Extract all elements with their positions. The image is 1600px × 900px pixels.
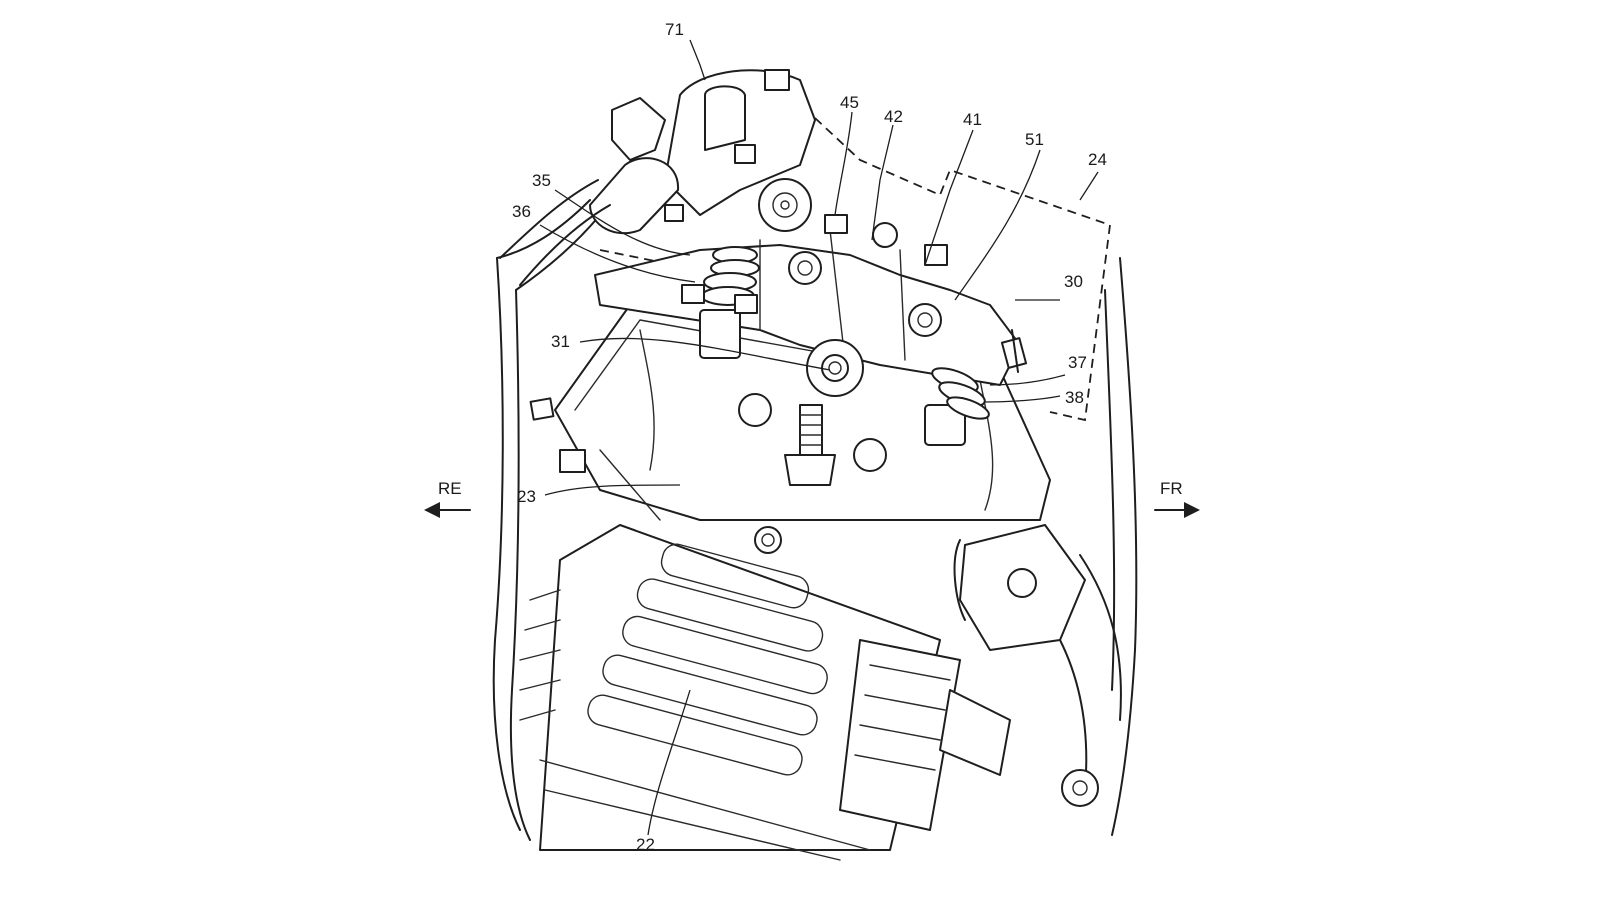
direction-front: FR	[1160, 479, 1183, 498]
exhaust-pipe	[939, 524, 1122, 807]
head-bolts	[738, 393, 887, 554]
label-38: 38	[1065, 388, 1084, 407]
label-35: 35	[532, 171, 551, 190]
direction-rear: RE	[438, 479, 462, 498]
label-31: 31	[551, 332, 570, 351]
label-30: 30	[1064, 272, 1083, 291]
label-24: 24	[1088, 150, 1107, 169]
frame-outline	[492, 199, 1138, 841]
right-valve-springs	[931, 329, 1028, 420]
spark-plug	[784, 404, 836, 486]
label-36: 36	[512, 202, 531, 221]
upper-left-hose	[499, 179, 611, 286]
label-41: 41	[963, 110, 982, 129]
cover-dashed-outline	[599, 117, 1111, 422]
label-45: 45	[840, 93, 859, 112]
label-22: 22	[636, 835, 655, 854]
left-valve-springs	[681, 246, 760, 314]
rear-arrow	[424, 502, 471, 518]
front-arrow	[1154, 502, 1200, 518]
right-fins	[839, 639, 961, 831]
label-71: 71	[665, 20, 684, 39]
rocker-box	[594, 214, 1021, 446]
label-37: 37	[1068, 353, 1087, 372]
label-23: 23	[517, 487, 536, 506]
leader-lines	[539, 39, 1099, 836]
label-42: 42	[884, 107, 903, 126]
actuator-assembly	[589, 69, 816, 235]
label-51: 51	[1025, 130, 1044, 149]
